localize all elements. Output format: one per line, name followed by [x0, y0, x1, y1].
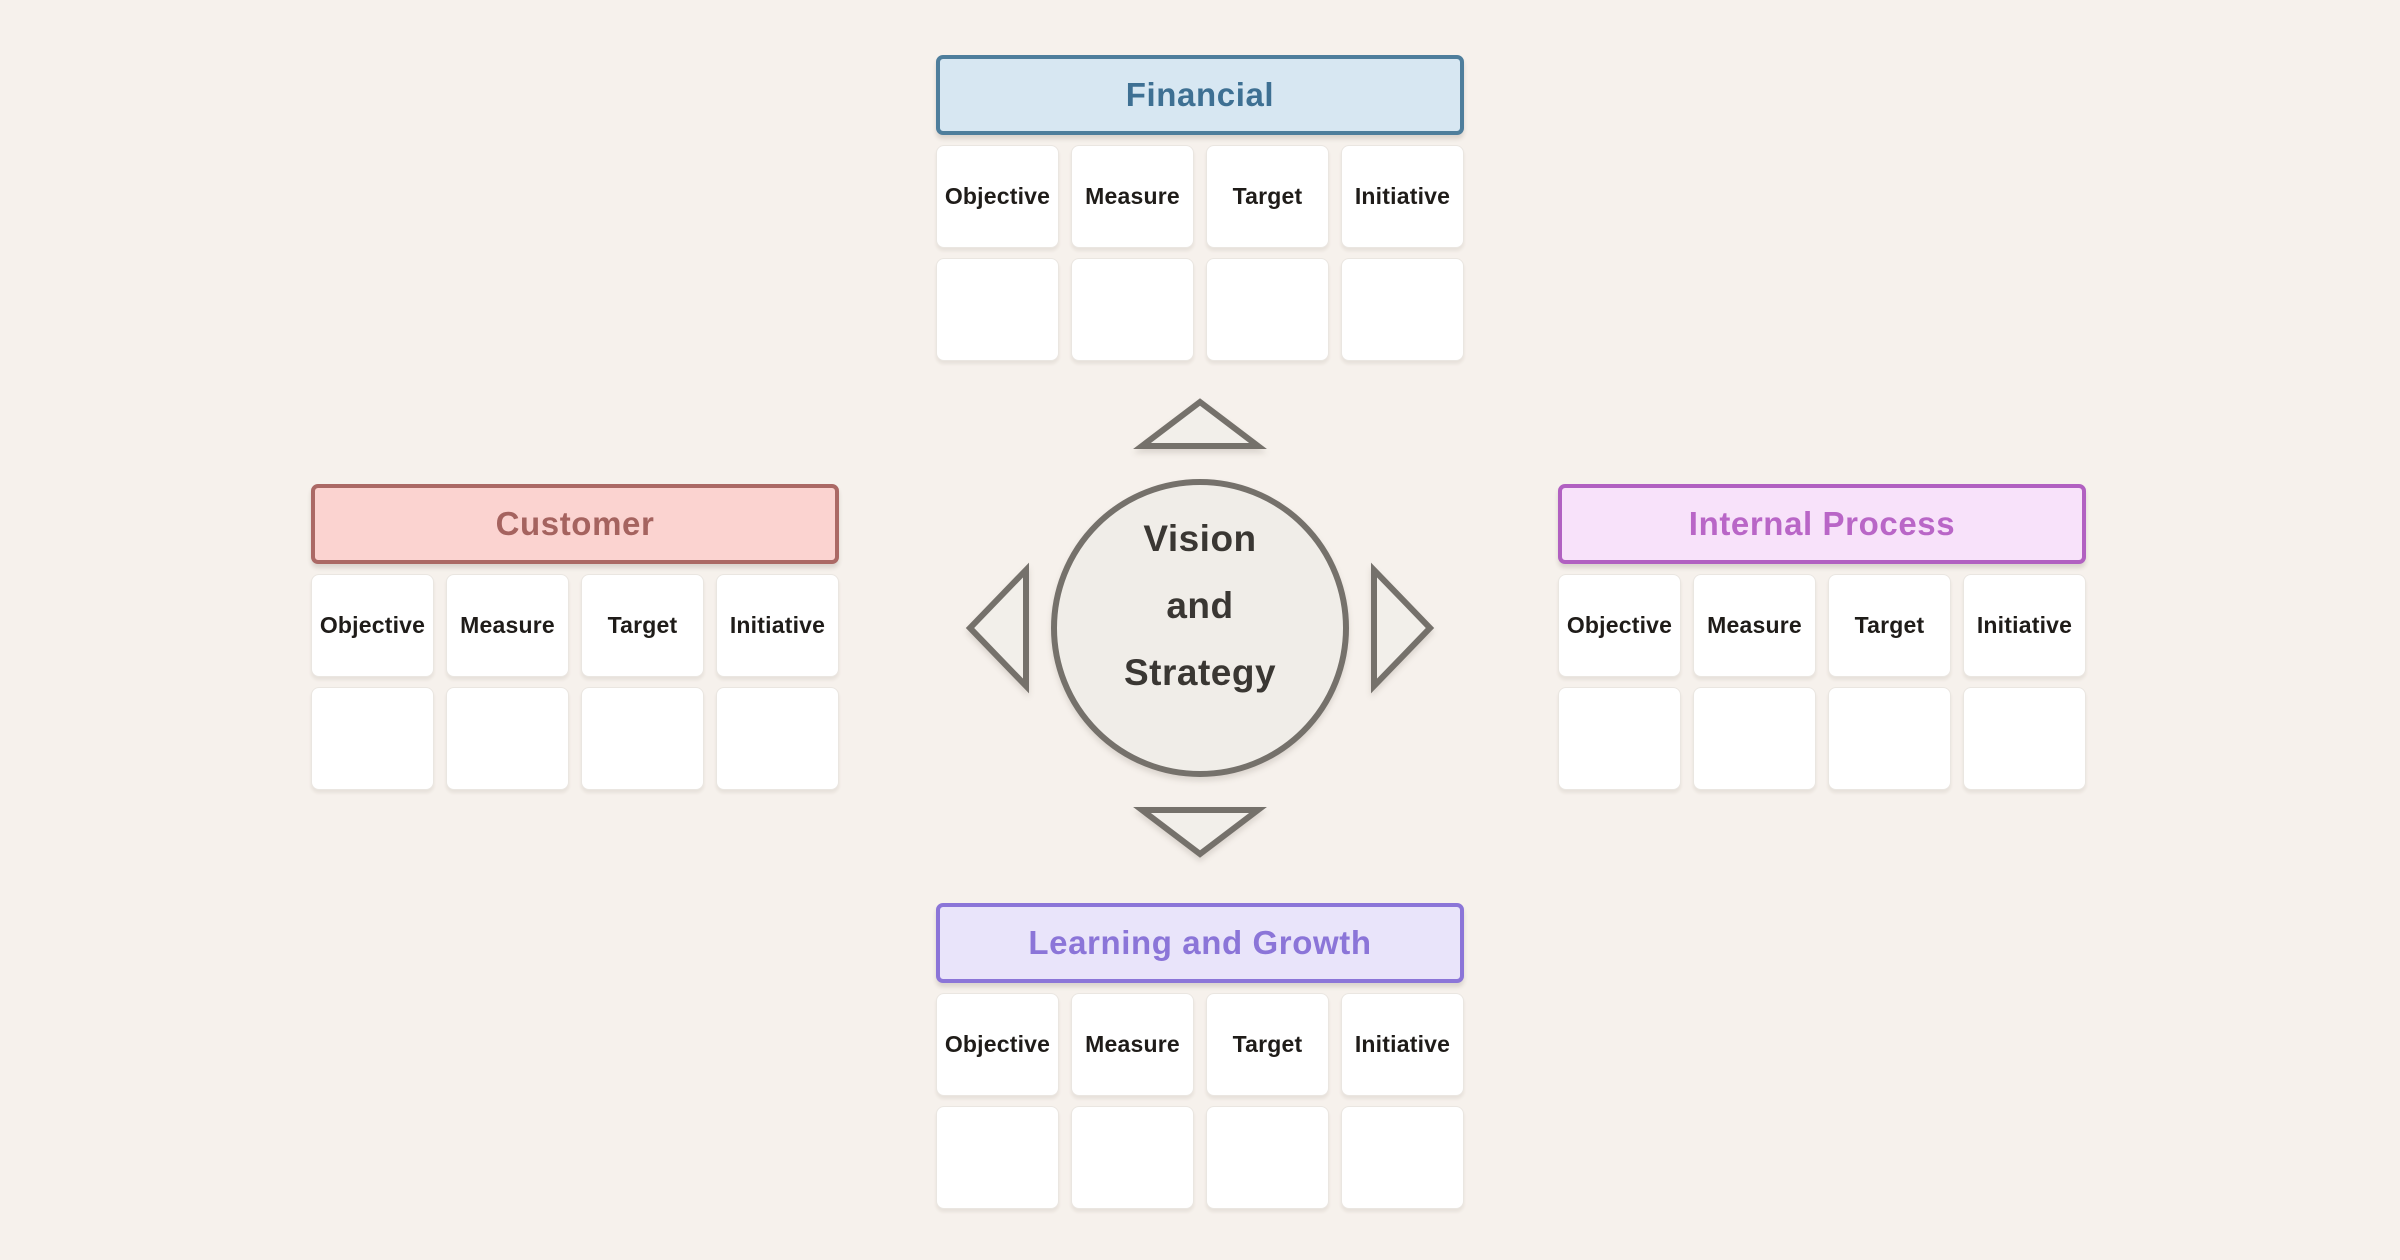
perspective-learning-growth: Learning and Growth Objective Measure Ta… — [936, 903, 1464, 1209]
internal-cell-initiative[interactable]: Initiative — [1963, 574, 2086, 677]
learning-growth-grid: Objective Measure Target Initiative — [936, 993, 1464, 1209]
vision-strategy-line-1: Vision — [1143, 518, 1257, 559]
internal-process-title: Internal Process — [1688, 505, 1956, 542]
vision-strategy-line-3: Strategy — [1123, 652, 1277, 693]
left-arrow-icon — [965, 562, 1029, 694]
vision-strategy-label: Vision and Strategy — [1054, 505, 1346, 706]
learning-cell-measure[interactable]: Measure — [1071, 993, 1194, 1096]
down-arrow-icon — [1133, 807, 1267, 858]
financial-title: Financial — [1125, 76, 1275, 113]
internal-cell-target[interactable]: Target — [1828, 574, 1951, 677]
financial-empty-cell-2[interactable] — [1071, 258, 1194, 361]
customer-grid: Objective Measure Target Initiative — [311, 574, 839, 790]
customer-cell-objective[interactable]: Objective — [311, 574, 434, 677]
internal-empty-cell-2[interactable] — [1693, 687, 1816, 790]
customer-cell-initiative[interactable]: Initiative — [716, 574, 839, 677]
customer-empty-cell-2[interactable] — [446, 687, 569, 790]
internal-empty-cell-4[interactable] — [1963, 687, 2086, 790]
financial-empty-cell-4[interactable] — [1341, 258, 1464, 361]
customer-cell-target[interactable]: Target — [581, 574, 704, 677]
financial-cell-measure[interactable]: Measure — [1071, 145, 1194, 248]
internal-process-grid: Objective Measure Target Initiative — [1558, 574, 2086, 790]
right-arrow-icon — [1371, 562, 1435, 694]
up-arrow-icon — [1133, 398, 1267, 449]
financial-empty-cell-3[interactable] — [1206, 258, 1329, 361]
customer-title: Customer — [495, 505, 655, 542]
vision-strategy-line-2: and — [1166, 585, 1234, 626]
customer-empty-cell-1[interactable] — [311, 687, 434, 790]
learning-growth-header-box[interactable]: Learning and Growth — [936, 903, 1464, 983]
internal-cell-objective[interactable]: Objective — [1558, 574, 1681, 677]
learning-empty-cell-2[interactable] — [1071, 1106, 1194, 1209]
perspective-customer: Customer Objective Measure Target Initia… — [311, 484, 839, 790]
vision-strategy-circle — [1051, 479, 1349, 777]
internal-empty-cell-3[interactable] — [1828, 687, 1951, 790]
internal-cell-measure[interactable]: Measure — [1693, 574, 1816, 677]
financial-empty-cell-1[interactable] — [936, 258, 1059, 361]
customer-empty-cell-4[interactable] — [716, 687, 839, 790]
perspective-financial: Financial Objective Measure Target Initi… — [936, 55, 1464, 361]
internal-process-header-box[interactable]: Internal Process — [1558, 484, 2086, 564]
learning-empty-cell-4[interactable] — [1341, 1106, 1464, 1209]
learning-empty-cell-3[interactable] — [1206, 1106, 1329, 1209]
perspective-internal-process: Internal Process Objective Measure Targe… — [1558, 484, 2086, 790]
learning-cell-initiative[interactable]: Initiative — [1341, 993, 1464, 1096]
learning-cell-target[interactable]: Target — [1206, 993, 1329, 1096]
financial-cell-target[interactable]: Target — [1206, 145, 1329, 248]
learning-cell-objective[interactable]: Objective — [936, 993, 1059, 1096]
internal-empty-cell-1[interactable] — [1558, 687, 1681, 790]
financial-cell-objective[interactable]: Objective — [936, 145, 1059, 248]
learning-growth-title: Learning and Growth — [1028, 924, 1372, 961]
customer-header-box[interactable]: Customer — [311, 484, 839, 564]
financial-header-box[interactable]: Financial — [936, 55, 1464, 135]
financial-grid: Objective Measure Target Initiative — [936, 145, 1464, 361]
customer-cell-measure[interactable]: Measure — [446, 574, 569, 677]
financial-cell-initiative[interactable]: Initiative — [1341, 145, 1464, 248]
customer-empty-cell-3[interactable] — [581, 687, 704, 790]
learning-empty-cell-1[interactable] — [936, 1106, 1059, 1209]
